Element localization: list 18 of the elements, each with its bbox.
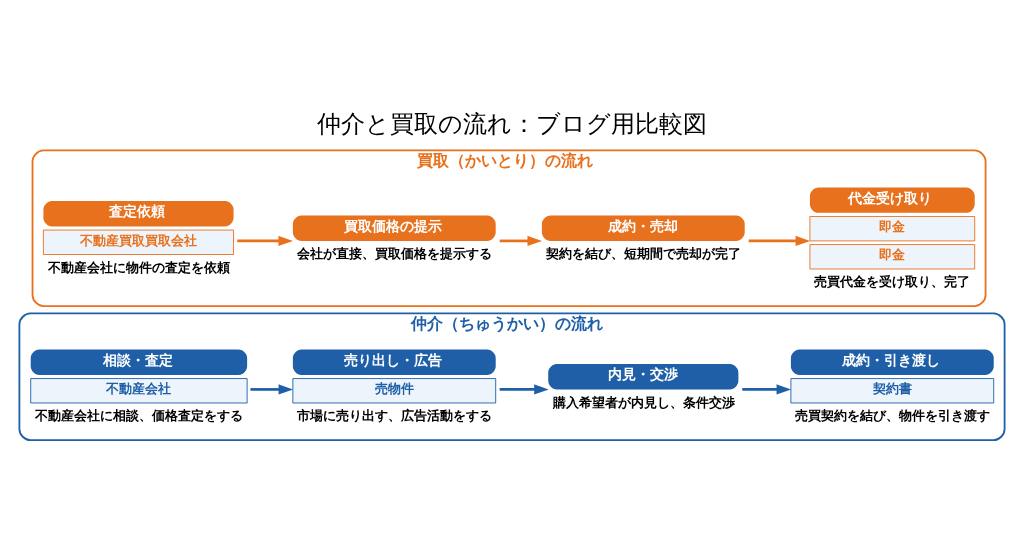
arrow (237, 235, 293, 246)
node-box: 成約・売却 (541, 215, 745, 241)
node-box: 内見・交渉 (548, 364, 739, 390)
node-label: 購入希望者が内見し、条件交渉 (552, 394, 735, 410)
node-label: 売買代金を受け取り、完了 (814, 274, 971, 290)
arrow (499, 235, 542, 246)
node-label: 不動産会社に物件の査定を依頼 (47, 259, 230, 275)
arrow (748, 235, 811, 246)
node-label: 契約を結び、短期間で売却が完了 (546, 246, 742, 262)
arrow (499, 384, 549, 395)
node-box: 買取価格の提示 (292, 215, 496, 241)
node-label: 不動産会社に相談、価格査定をする (35, 408, 244, 424)
arrow (250, 384, 294, 395)
diagram-title: 仲介と買取の流れ：ブログ用比較図 (317, 110, 707, 139)
node-label: 市場に売り出す、広告活動をする (297, 408, 493, 424)
arrow (742, 384, 792, 395)
node-label: 会社が直接、買取価格を提示する (297, 246, 493, 262)
node-label: 売買契約を結び、物件を引き渡す (795, 408, 991, 424)
